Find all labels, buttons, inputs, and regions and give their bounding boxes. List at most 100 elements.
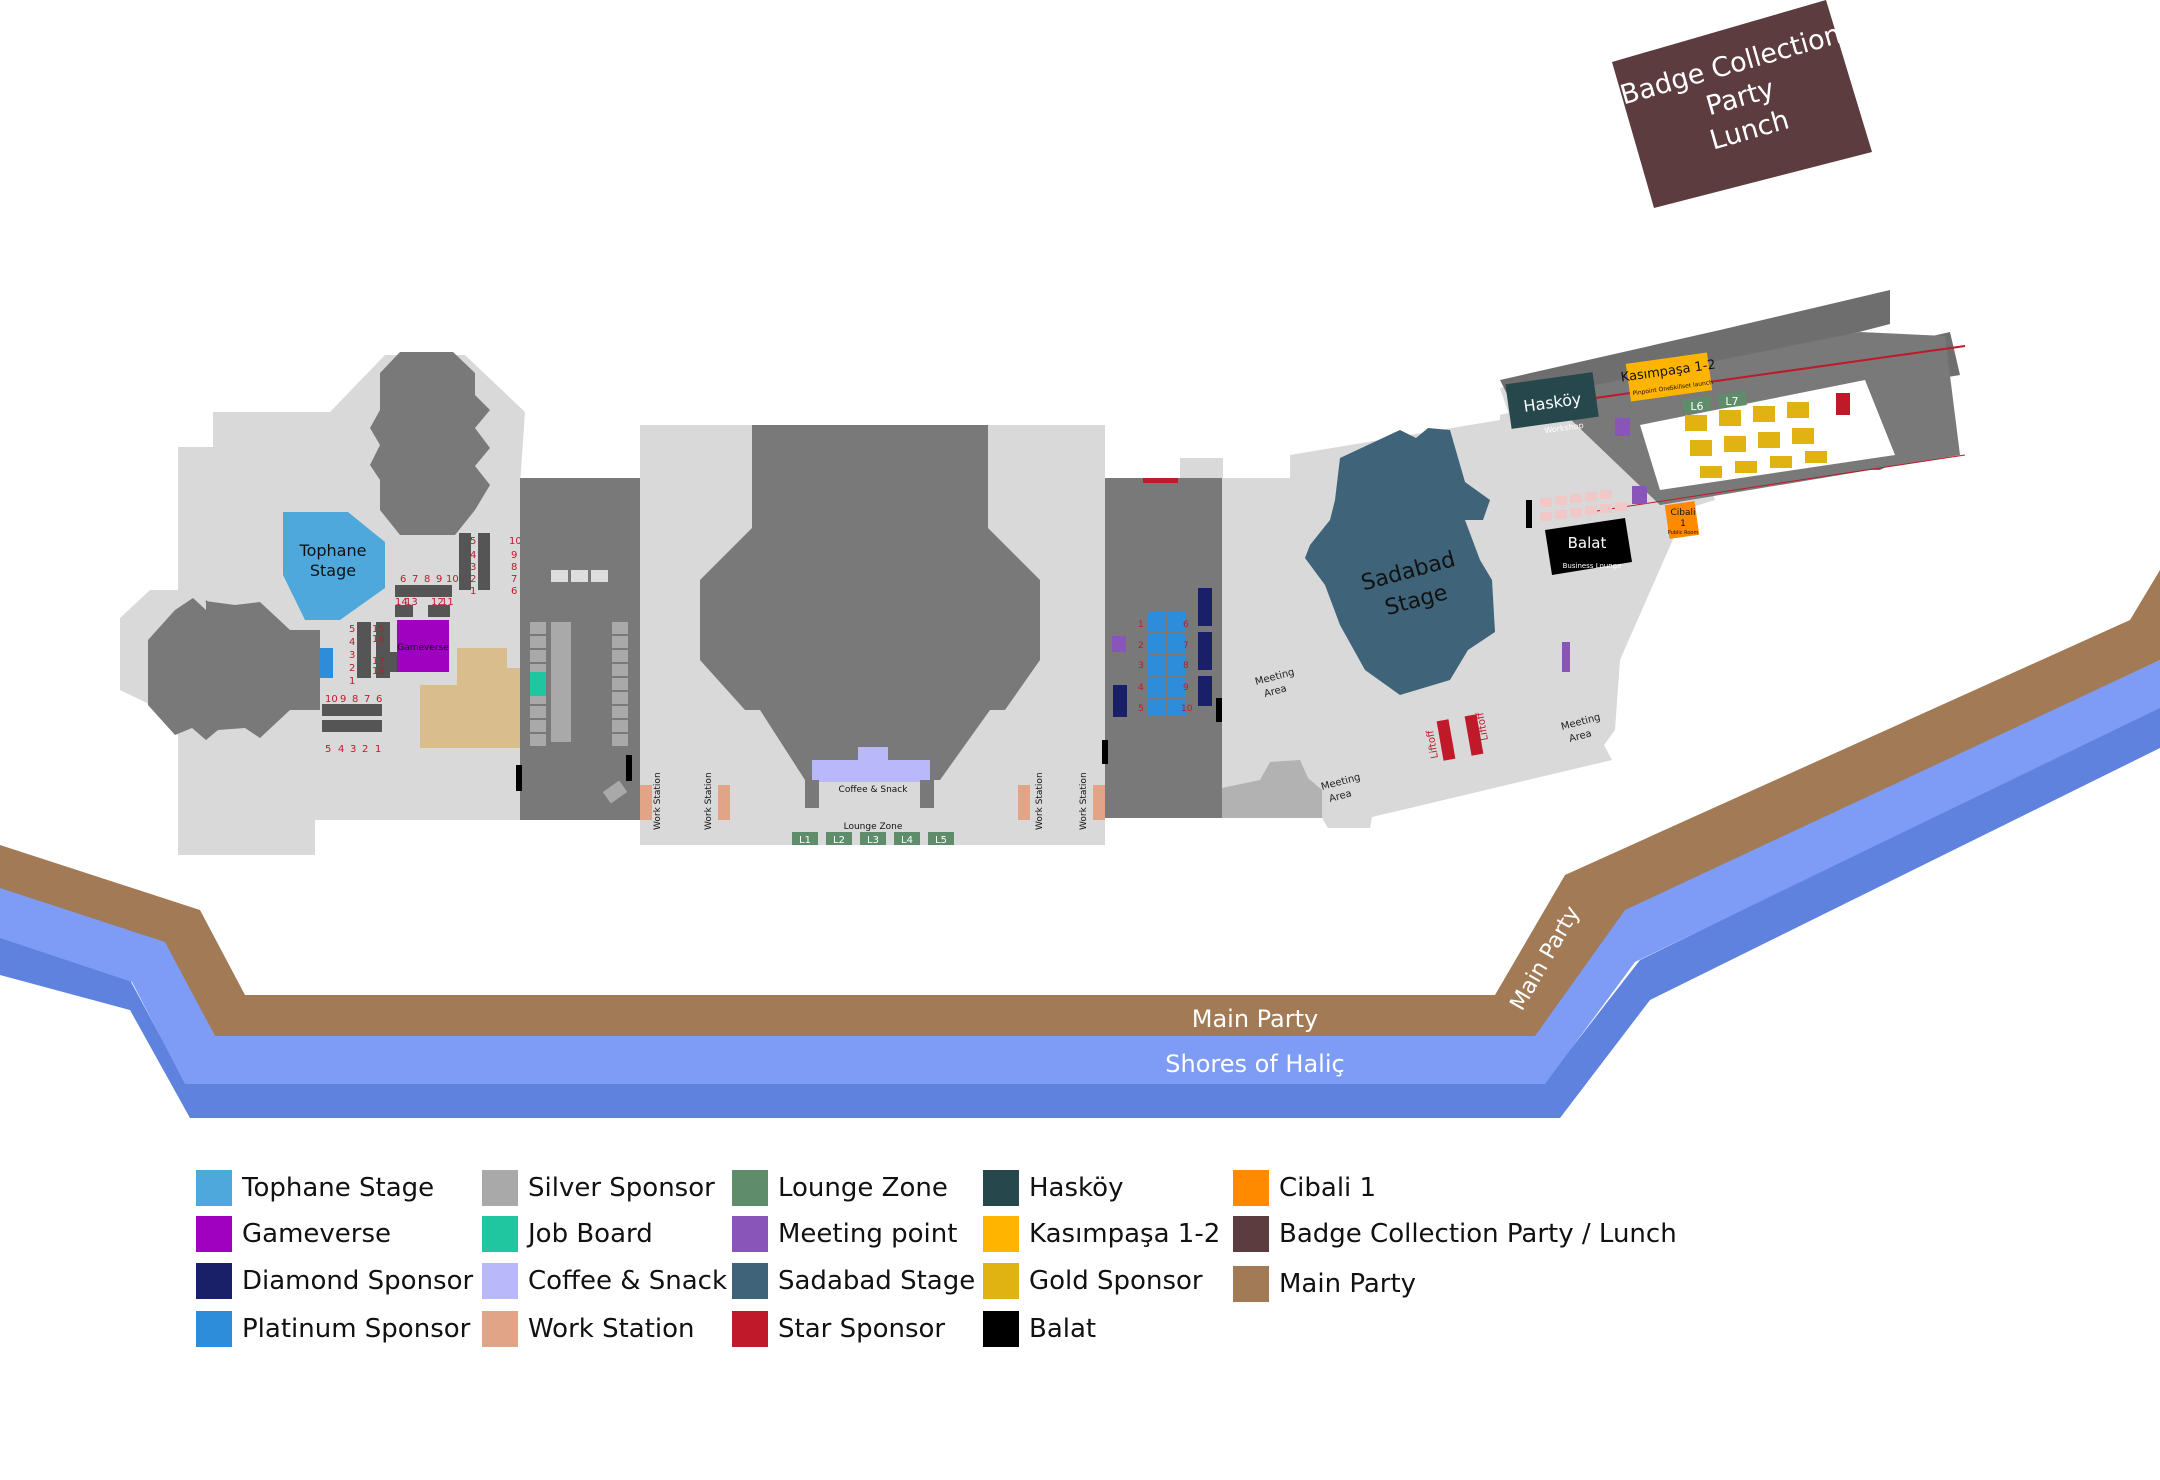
svg-text:3: 3: [349, 650, 355, 661]
svg-text:6: 6: [376, 694, 382, 705]
coffee-snack[interactable]: Coffee & Snack: [812, 747, 930, 795]
svg-text:9: 9: [1183, 683, 1189, 693]
balat-label: Balat: [1568, 534, 1607, 552]
svg-text:5: 5: [325, 744, 331, 755]
lounge-l2: L2: [833, 835, 845, 846]
svg-text:2: 2: [1138, 641, 1144, 651]
svg-text:17: 17: [372, 656, 385, 667]
svg-text:10: 10: [1181, 704, 1193, 714]
work-station-label-3: Work Station: [1035, 772, 1045, 830]
main-party-band: [0, 570, 2160, 1036]
svg-text:4: 4: [349, 637, 355, 648]
svg-text:7: 7: [1183, 641, 1189, 651]
lounge-l4: L4: [901, 835, 913, 846]
svg-text:9: 9: [511, 550, 517, 561]
svg-text:1: 1: [375, 744, 381, 755]
svg-text:6: 6: [400, 574, 406, 585]
central-hall: Coffee & Snack Lounge Zone L1 L2 L3 L4 L…: [640, 425, 1105, 846]
svg-text:1: 1: [1138, 620, 1144, 630]
silver-booths-west[interactable]: [322, 533, 490, 732]
lounge-l3: L3: [867, 835, 879, 846]
svg-text:6: 6: [511, 586, 517, 597]
svg-text:9: 9: [340, 694, 346, 705]
liftoff-label-2: Liftoff: [1475, 710, 1491, 741]
badge-collection-building[interactable]: Badge Collection Party Lunch: [1612, 0, 1872, 208]
kasimpasa-room[interactable]: Kasımpaşa 1-2 Pinpoint One Skillset laun…: [1620, 352, 1717, 402]
meeting-point-2[interactable]: [1562, 642, 1570, 672]
svg-text:15: 15: [372, 624, 385, 635]
silver-hall: [516, 478, 640, 820]
svg-text:14: 14: [395, 597, 408, 608]
diamond-booths[interactable]: [1113, 588, 1212, 717]
work-station-label-1: Work Station: [653, 772, 663, 830]
work-station-label-2: Work Station: [704, 772, 714, 830]
svg-text:7: 7: [364, 694, 370, 705]
entrance[interactable]: [1143, 478, 1178, 483]
work-station-w1[interactable]: [640, 785, 652, 820]
work-station-label-4: Work Station: [1079, 772, 1089, 830]
platinum-booth-west[interactable]: [320, 648, 333, 678]
shores-band-dark: [0, 705, 2160, 1118]
cibali-sub: Public Room: [1668, 530, 1699, 536]
cibali-label: Cibali: [1670, 508, 1695, 518]
sadabad-stage[interactable]: Sadabad Stage: [1305, 428, 1495, 695]
svg-text:9: 9: [436, 574, 442, 585]
tophane-label-1: Tophane: [299, 541, 367, 560]
star-sponsor-2[interactable]: [1464, 714, 1484, 756]
job-board[interactable]: [530, 672, 546, 696]
platinum-booths[interactable]: [1148, 612, 1186, 716]
svg-text:4: 4: [1138, 683, 1144, 693]
work-station-e1[interactable]: [1018, 785, 1030, 820]
svg-text:16: 16: [372, 634, 385, 645]
lounge-zone[interactable]: Lounge Zone L1 L2 L3 L4 L5: [792, 822, 954, 846]
lounge-l6: L6: [1690, 400, 1703, 413]
silver-booths-right[interactable]: [612, 622, 628, 746]
shores-label: Shores of Haliç: [1165, 1050, 1344, 1078]
svg-text:2: 2: [470, 574, 476, 585]
star-sponsor-east[interactable]: [1836, 393, 1850, 415]
work-station-e2[interactable]: [1093, 785, 1105, 820]
svg-text:10: 10: [446, 574, 459, 585]
tophane-stage[interactable]: Tophane Stage: [283, 512, 385, 620]
svg-text:12: 12: [431, 597, 444, 608]
cibali-room[interactable]: Cibali 1 Public Room: [1664, 501, 1700, 539]
meeting-point-4[interactable]: [1632, 486, 1647, 504]
svg-text:13: 13: [405, 597, 418, 608]
svg-text:7: 7: [511, 574, 517, 585]
svg-text:10: 10: [509, 536, 522, 547]
lounge-l7: L7: [1725, 395, 1738, 408]
star-sponsor-1[interactable]: [1436, 719, 1456, 761]
tophane-label-2: Stage: [310, 561, 356, 580]
svg-text:5: 5: [470, 536, 476, 547]
east-wing: Hasköy Workshop Kasımpaşa 1-2 Pinpoint O…: [1500, 290, 1966, 575]
work-station-w2[interactable]: [718, 785, 730, 820]
svg-text:7: 7: [412, 574, 418, 585]
svg-text:1: 1: [349, 676, 355, 687]
svg-text:11: 11: [441, 597, 454, 608]
svg-text:8: 8: [352, 694, 358, 705]
east-tag-row: [1540, 490, 1627, 521]
svg-text:6: 6: [1183, 620, 1189, 630]
gameverse-area[interactable]: Gameverse: [397, 620, 449, 672]
svg-text:2: 2: [349, 663, 355, 674]
balat-room[interactable]: Balat Business Lounge: [1545, 518, 1632, 575]
lounge-zone-label: Lounge Zone: [844, 822, 903, 832]
svg-text:3: 3: [1138, 661, 1144, 671]
meeting-point-3[interactable]: [1615, 418, 1630, 436]
svg-text:18: 18: [372, 666, 385, 677]
lounge-l5: L5: [935, 835, 947, 846]
shores-band: [0, 660, 2160, 1084]
svg-text:10: 10: [325, 694, 338, 705]
svg-text:8: 8: [1183, 661, 1189, 671]
lounge-l1: L1: [799, 835, 811, 846]
lounge-east[interactable]: L6 L7: [1682, 391, 1747, 414]
svg-text:5: 5: [1138, 704, 1144, 714]
gold-booths[interactable]: [1685, 402, 1827, 478]
sand-area: [420, 648, 520, 748]
meeting-point-1[interactable]: [1112, 636, 1126, 652]
balat-sub: Business Lounge: [1563, 562, 1622, 570]
sponsor-hall-east: 1 2 3 4 5 6 7 8 9 10: [1102, 458, 1223, 818]
